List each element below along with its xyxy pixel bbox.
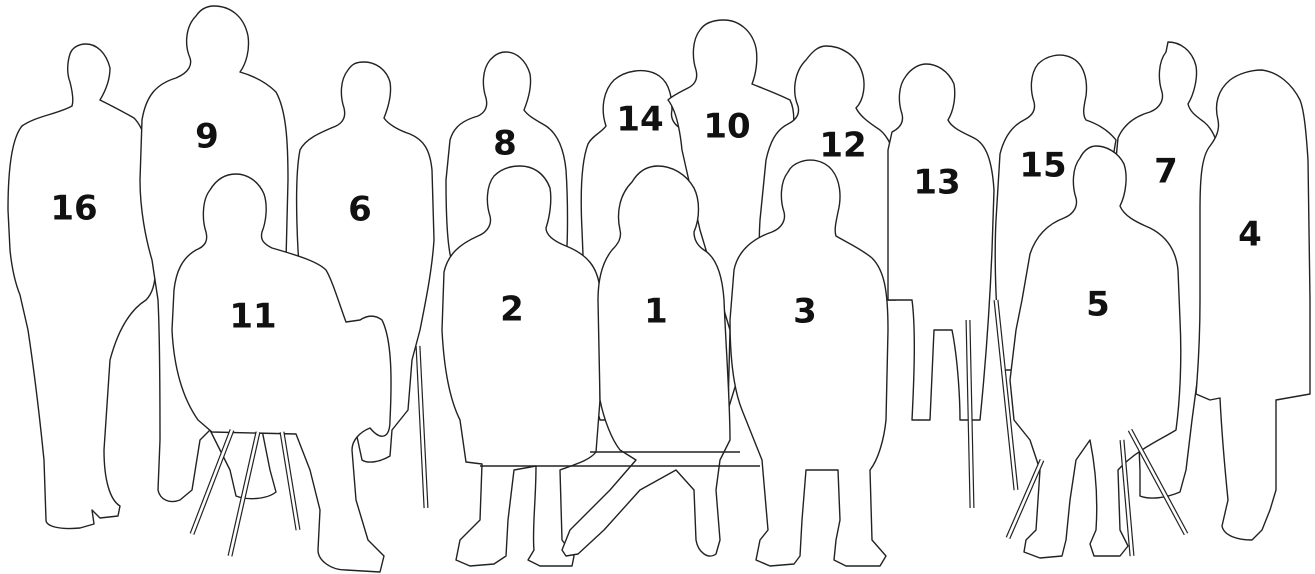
person-4-number: 4 xyxy=(1238,215,1262,255)
person-7-number: 7 xyxy=(1154,152,1178,192)
person-11-number: 11 xyxy=(229,297,276,337)
person-14-number: 14 xyxy=(616,100,663,140)
person-10-number: 10 xyxy=(703,107,750,147)
person-13-number: 13 xyxy=(913,163,960,203)
person-5-number: 5 xyxy=(1086,285,1110,325)
person-6-number: 6 xyxy=(348,190,372,230)
person-15-number: 15 xyxy=(1019,146,1066,186)
person-16-silhouette xyxy=(8,44,155,529)
person-12-number: 12 xyxy=(819,126,866,166)
person-1-number: 1 xyxy=(644,292,668,332)
person-8-number: 8 xyxy=(493,124,517,164)
person-16-number: 16 xyxy=(50,189,97,229)
person-2-number: 2 xyxy=(500,290,524,330)
person-4-silhouette xyxy=(1196,70,1310,540)
person-9-number: 9 xyxy=(195,117,219,157)
person-3-number: 3 xyxy=(793,292,817,332)
person-13-silhouette xyxy=(888,64,994,420)
